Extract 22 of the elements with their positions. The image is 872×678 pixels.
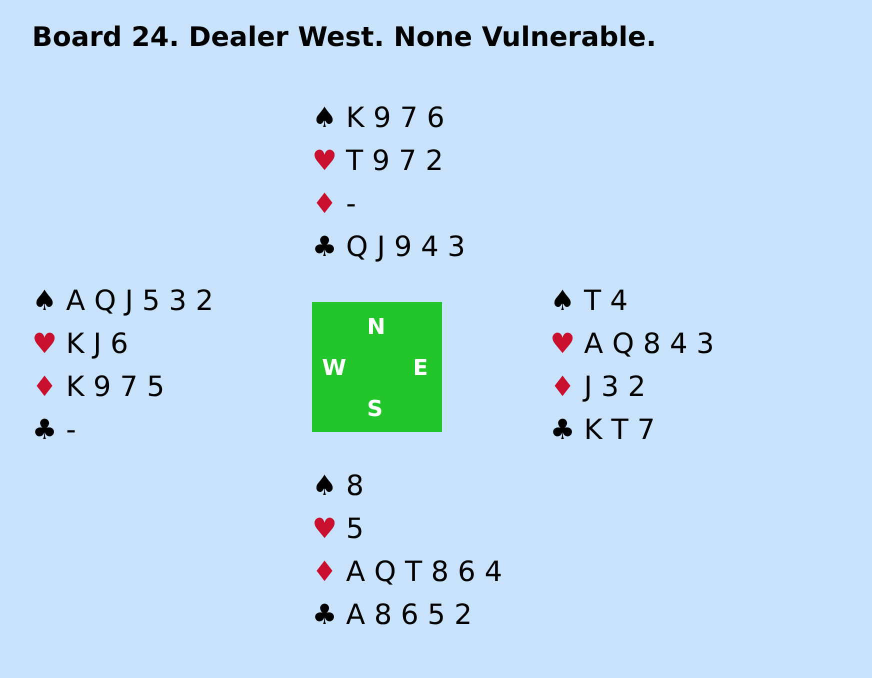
compass-letter: W	[322, 357, 346, 381]
hand-line: ♦ K 9 7 5	[32, 371, 165, 403]
hand-line: ♥ K J 6	[32, 328, 128, 360]
compass-letter: S	[367, 398, 383, 422]
hand-line: ♥ A Q 8 4 3	[550, 328, 714, 360]
hand-line: ♣ K T 7	[550, 414, 656, 446]
hand-line: ♦ J 3 2	[550, 371, 646, 403]
compass-letter: N	[367, 316, 386, 340]
compass-box	[312, 302, 442, 432]
hand-line: ♠ A Q J 5 3 2	[32, 285, 214, 317]
hand-line: ♣ A 8 6 5 2	[312, 599, 472, 631]
hand-line: ♠ K 9 7 6	[312, 102, 445, 134]
hand-line: ♦ -	[312, 188, 356, 220]
hand-line: ♥ 5	[312, 513, 364, 545]
board-title: Board 24. Dealer West. None Vulnerable.	[32, 22, 656, 53]
hand-line: ♣ -	[32, 414, 76, 446]
hand-line: ♠ T 4	[550, 285, 628, 317]
hand-line: ♥ T 9 7 2	[312, 145, 444, 177]
hand-line: ♠ 8	[312, 470, 364, 502]
hand-line: ♦ A Q T 8 6 4	[312, 556, 502, 588]
hand-line: ♣ Q J 9 4 3	[312, 231, 466, 263]
compass-letter: E	[413, 357, 428, 381]
